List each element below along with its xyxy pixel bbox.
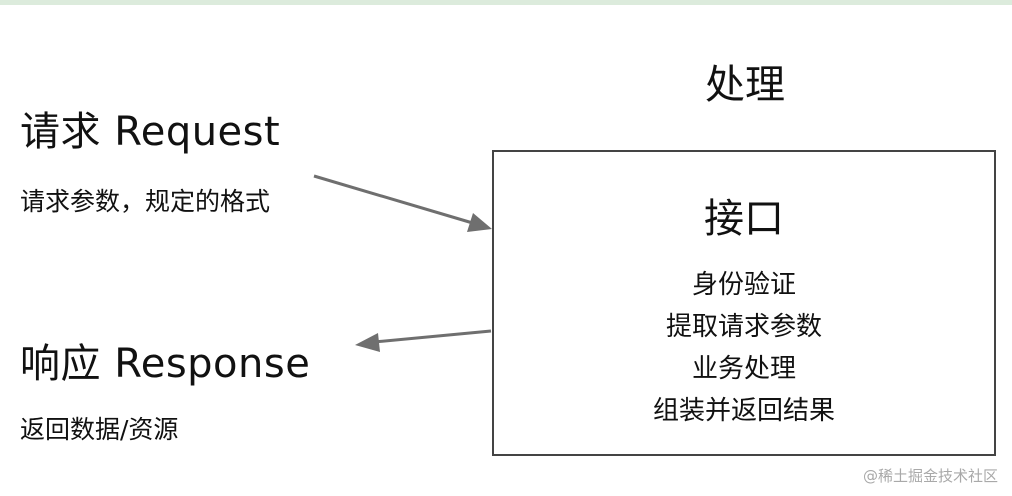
interface-title: 接口 [704,196,784,242]
request-arrow-line [313,174,477,226]
response-arrow-line [373,329,492,344]
request-subtitle: 请求参数，规定的格式 [20,187,271,216]
interface-step: 身份验证 [691,270,796,300]
request-arrow [313,174,492,232]
response-title: 响应 Response [20,341,311,387]
request-arrow-head [467,213,492,232]
interface-box: 接口 身份验证 提取请求参数 业务处理 组装并返回结果 [492,150,996,456]
request-title: 请求 Request [20,109,281,155]
interface-step: 业务处理 [691,354,796,384]
interface-step: 提取请求参数 [665,312,822,342]
response-arrow-head [355,333,380,352]
response-arrow [355,329,492,352]
response-subtitle: 返回数据/资源 [20,415,179,444]
watermark: @稀土掘金技术社区 [862,467,998,485]
top-strip [0,0,1012,5]
interface-step: 组装并返回结果 [652,396,835,426]
interface-step-list: 身份验证 提取请求参数 业务处理 组装并返回结果 [494,264,994,432]
process-label: 处理 [705,62,785,108]
